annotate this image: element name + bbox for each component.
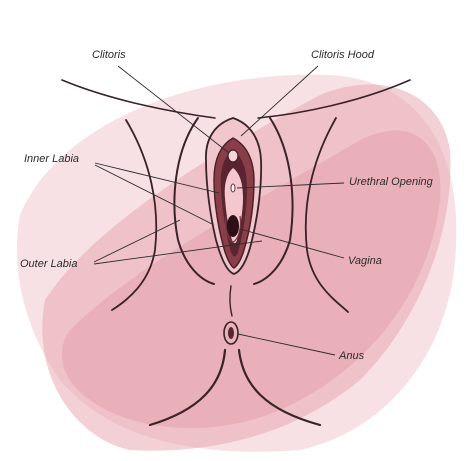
leader-outer-labia-lower (93, 240, 263, 265)
label-clitoris: Clitoris (92, 49, 126, 61)
background-washes (16, 74, 457, 452)
leader-lines (93, 65, 345, 356)
body-contours (61, 79, 411, 427)
clitoris-glans (227, 149, 239, 163)
perineum-line (229, 285, 233, 317)
leader-vagina (239, 228, 345, 259)
vulva-detail (205, 117, 263, 275)
leader-clitoris (117, 65, 230, 154)
right-thigh-line (304, 117, 349, 313)
left-thigh-line (111, 119, 158, 311)
vaginal-opening-rim (224, 215, 242, 243)
right-outer-labia-line (253, 117, 294, 285)
vaginal-opening (227, 215, 239, 237)
label-vagina: Vagina (348, 255, 382, 267)
leader-inner-labia-upper (94, 162, 220, 194)
leader-urethral-opening (236, 182, 345, 189)
anus-detail (223, 321, 239, 345)
left-outer-labia-line (173, 117, 215, 285)
left-buttock-line (148, 348, 227, 427)
right-buttock-line (237, 348, 322, 427)
label-anus: Anus (339, 350, 365, 362)
urethral-opening-mark (230, 183, 236, 193)
anus-inner (228, 327, 234, 339)
pink-brush-wash (42, 84, 451, 451)
label-clitoris-hood: Clitoris Hood (311, 49, 374, 61)
leader-clitoris-hood (240, 65, 319, 137)
leader-outer-labia-upper (93, 219, 181, 263)
label-inner-labia: Inner Labia (24, 153, 80, 165)
label-urethral-opening: Urethral Opening (349, 176, 433, 188)
left-groin-line (61, 79, 216, 119)
leader-anus (237, 333, 336, 356)
right-groin-line (257, 79, 411, 119)
label-outer-labia: Outer Labia (20, 258, 78, 270)
leader-inner-labia-lower (94, 164, 213, 225)
pink-brush-wash-2 (61, 130, 441, 429)
